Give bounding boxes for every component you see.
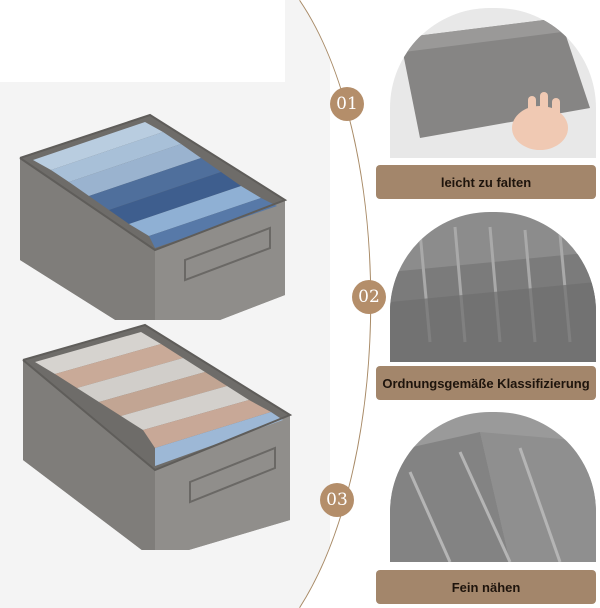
organizer-box-shirts (22, 323, 293, 550)
feature-number-badge-2: 02 (352, 280, 386, 314)
feature-caption-1: leicht zu falten (376, 165, 596, 199)
feature-number-badge-3: 03 (320, 483, 354, 517)
white-banner (0, 0, 285, 82)
feature-photo-folding (390, 8, 596, 158)
feature-photo-compartments (390, 212, 596, 362)
feature-caption-3: Fein nähen (376, 570, 596, 604)
feature-caption-2: Ordnungsgemäße Klassifizierung (376, 366, 596, 400)
organizer-box-jeans (19, 113, 288, 320)
shirt-stack (35, 332, 283, 466)
jeans-stack (33, 122, 277, 248)
feature-number-badge-1: 01 (330, 87, 364, 121)
feature-photo-stitching (390, 412, 596, 562)
